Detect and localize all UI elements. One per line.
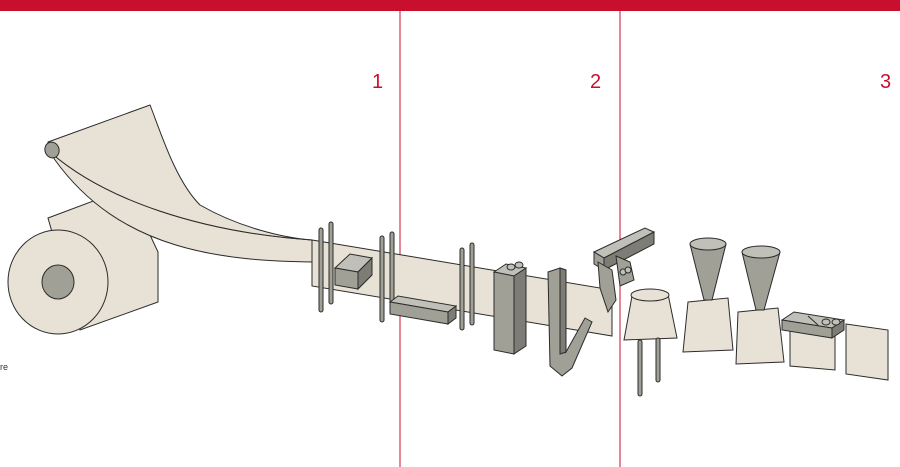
filling-station-1 bbox=[682, 237, 734, 353]
forming-block-1 bbox=[333, 253, 374, 291]
cutter-arm bbox=[547, 267, 593, 377]
sealing-station bbox=[780, 311, 846, 371]
header-accent-bar bbox=[0, 0, 900, 11]
step-label-3: 3 bbox=[880, 71, 891, 93]
filling-station-2 bbox=[735, 245, 785, 365]
sealing-bar-1 bbox=[388, 295, 458, 325]
cropped-edge-text: re bbox=[0, 362, 8, 372]
finished-pack bbox=[845, 323, 889, 381]
gripper-tool bbox=[592, 227, 656, 314]
step-label-1: 1 bbox=[372, 71, 383, 93]
formed-cup bbox=[623, 288, 678, 397]
vertical-sealer bbox=[492, 261, 528, 355]
step-label-2: 2 bbox=[590, 71, 601, 93]
guide-rods-2 bbox=[459, 242, 475, 331]
